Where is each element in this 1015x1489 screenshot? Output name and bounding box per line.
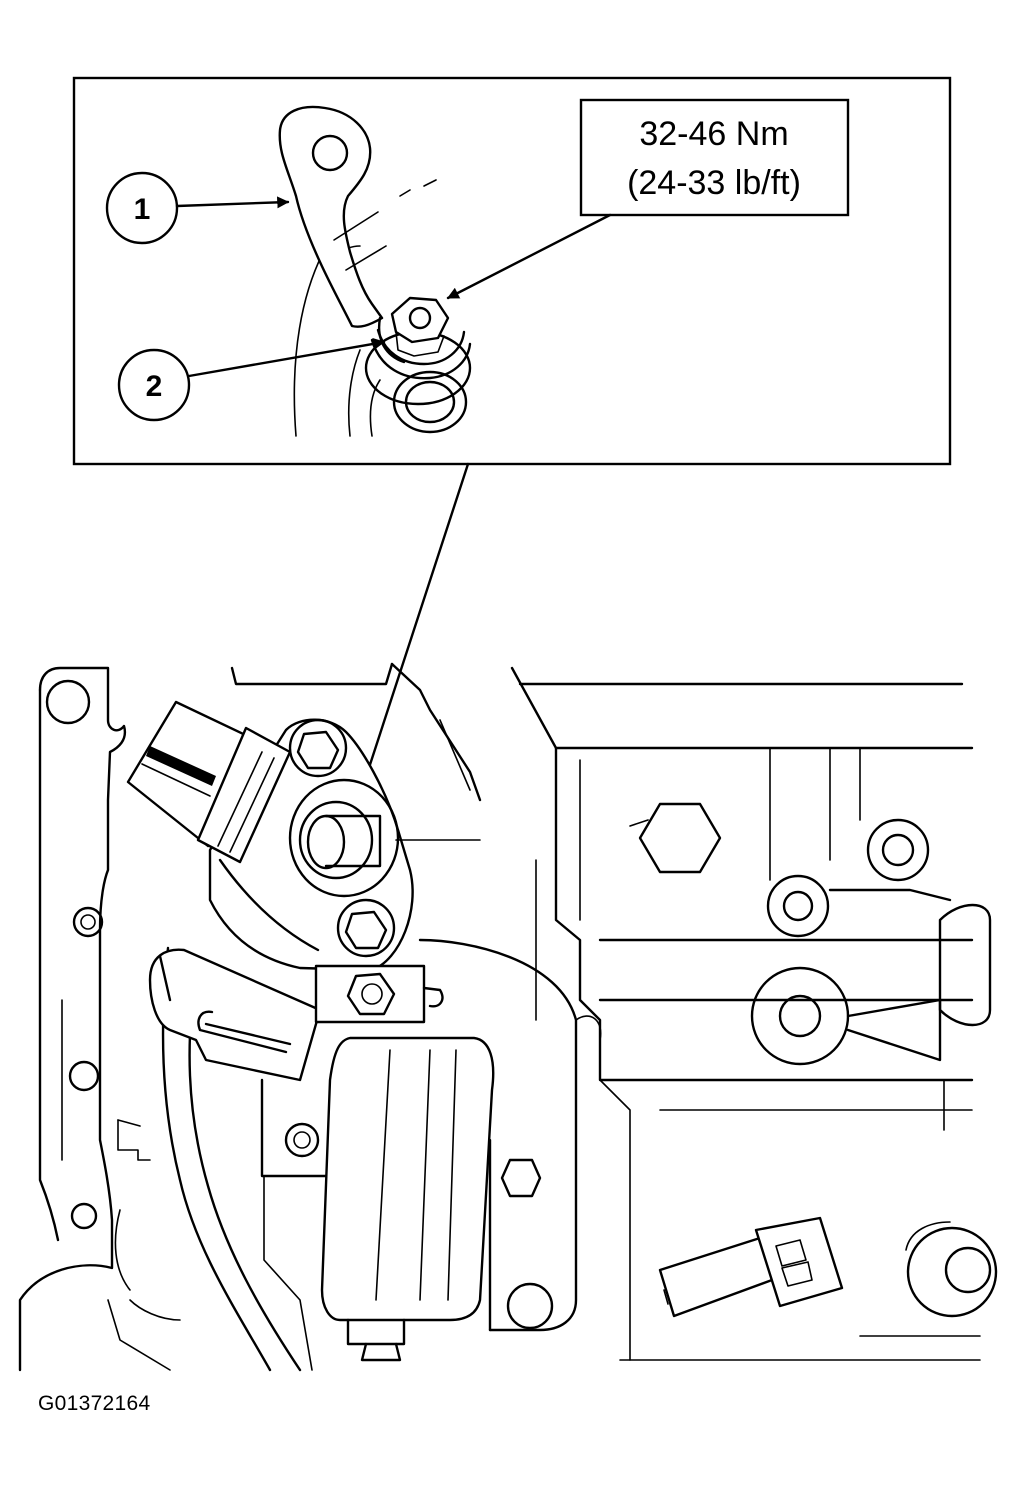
callout-2-leader <box>187 337 386 378</box>
solenoid-body <box>320 1036 495 1362</box>
retaining-bracket <box>314 964 444 1024</box>
speed-sensor <box>658 1216 844 1318</box>
callout-1: 1 <box>105 171 290 245</box>
sensor-connector <box>126 700 292 864</box>
callout-2-circle <box>117 348 191 422</box>
harness-clip <box>148 948 322 1082</box>
torque-spec-imperial: (24-33 lb/ft) <box>627 164 801 202</box>
torque-spec: 32-46 Nm (24-33 lb/ft) <box>446 98 850 300</box>
callout-1-leader <box>175 196 290 209</box>
sensor-lever <box>278 105 437 328</box>
callout-2-label: 2 <box>146 370 163 403</box>
callout-1-label: 1 <box>134 193 151 226</box>
transmission-assembly <box>18 662 998 1372</box>
callout-2: 2 <box>117 337 386 422</box>
torque-spec-leader <box>446 213 612 300</box>
callout-1-circle <box>105 171 179 245</box>
lever-bolt <box>364 296 472 434</box>
figure-id: G01372164 <box>38 1392 151 1415</box>
detail-inset: 1 2 32-46 Nm (24-33 lb/ft) <box>72 76 952 466</box>
torque-spec-metric: 32-46 Nm <box>639 115 788 153</box>
torque-spec-box <box>579 98 850 217</box>
